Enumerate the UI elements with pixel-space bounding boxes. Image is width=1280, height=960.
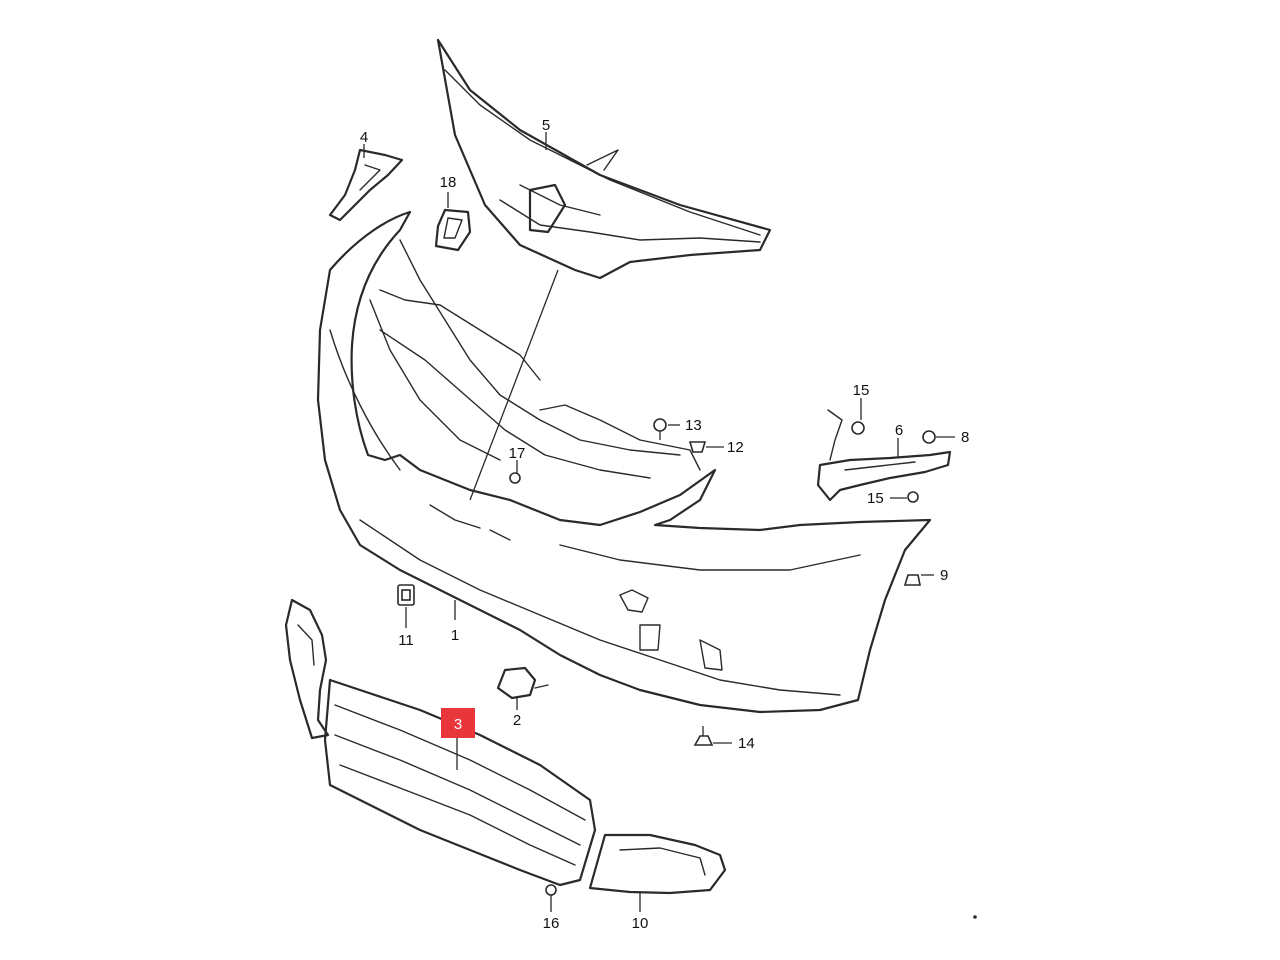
- emblem-part-18[interactable]: [434, 208, 472, 252]
- tow-hook-cap-part-2[interactable]: [496, 666, 549, 700]
- leader-lines: [363, 132, 955, 912]
- callout-3: 3: [454, 716, 462, 733]
- callout-labels: 5 18 4 1 11 2 13 12 17 15 6 8 15 9 14 16…: [360, 117, 970, 932]
- callout-5: 6: [895, 422, 903, 439]
- side-bracket-part-4[interactable]: [328, 148, 404, 222]
- corner-cover-part-8[interactable]: [588, 833, 727, 895]
- screw-part-15-lower[interactable]: [907, 491, 919, 503]
- bolt-part-13[interactable]: [653, 418, 667, 440]
- side-bracket-part-5[interactable]: [816, 409, 952, 502]
- screw-part-14[interactable]: [693, 726, 714, 746]
- callout-6: 5: [542, 117, 550, 134]
- callout-17: 16: [543, 915, 560, 932]
- screw-part-15-upper[interactable]: [851, 421, 865, 435]
- callout-9: 9: [940, 567, 948, 584]
- callout-18: 18: [440, 174, 457, 191]
- screw-part-16[interactable]: [509, 472, 521, 484]
- callout-1: 1: [451, 627, 459, 644]
- callout-2: 2: [513, 712, 521, 729]
- callout-11: 11: [398, 632, 414, 649]
- stray-dot: [973, 915, 977, 919]
- clip-part-10[interactable]: [922, 430, 936, 444]
- callout-14: 14: [738, 735, 755, 752]
- callout-16: 17: [509, 445, 526, 462]
- screw-part-17[interactable]: [545, 884, 557, 896]
- callout-12: 12: [727, 439, 744, 456]
- clip-part-11[interactable]: [397, 584, 415, 606]
- callout-15-upper: 15: [853, 382, 870, 399]
- callout-10: 8: [961, 429, 969, 446]
- callout-4: 4: [360, 129, 368, 146]
- callout-15-lower: 15: [867, 490, 884, 507]
- callout-3-highlighted[interactable]: 3: [441, 708, 475, 738]
- bumper-cover-part-1[interactable]: [316, 210, 932, 714]
- upper-grille-part-6[interactable]: [436, 38, 772, 280]
- screw-part-9[interactable]: [903, 574, 921, 586]
- callout-13: 13: [685, 417, 702, 434]
- side-grille-left[interactable]: [284, 598, 330, 740]
- clip-part-12[interactable]: [688, 441, 707, 453]
- callout-8: 10: [632, 915, 649, 932]
